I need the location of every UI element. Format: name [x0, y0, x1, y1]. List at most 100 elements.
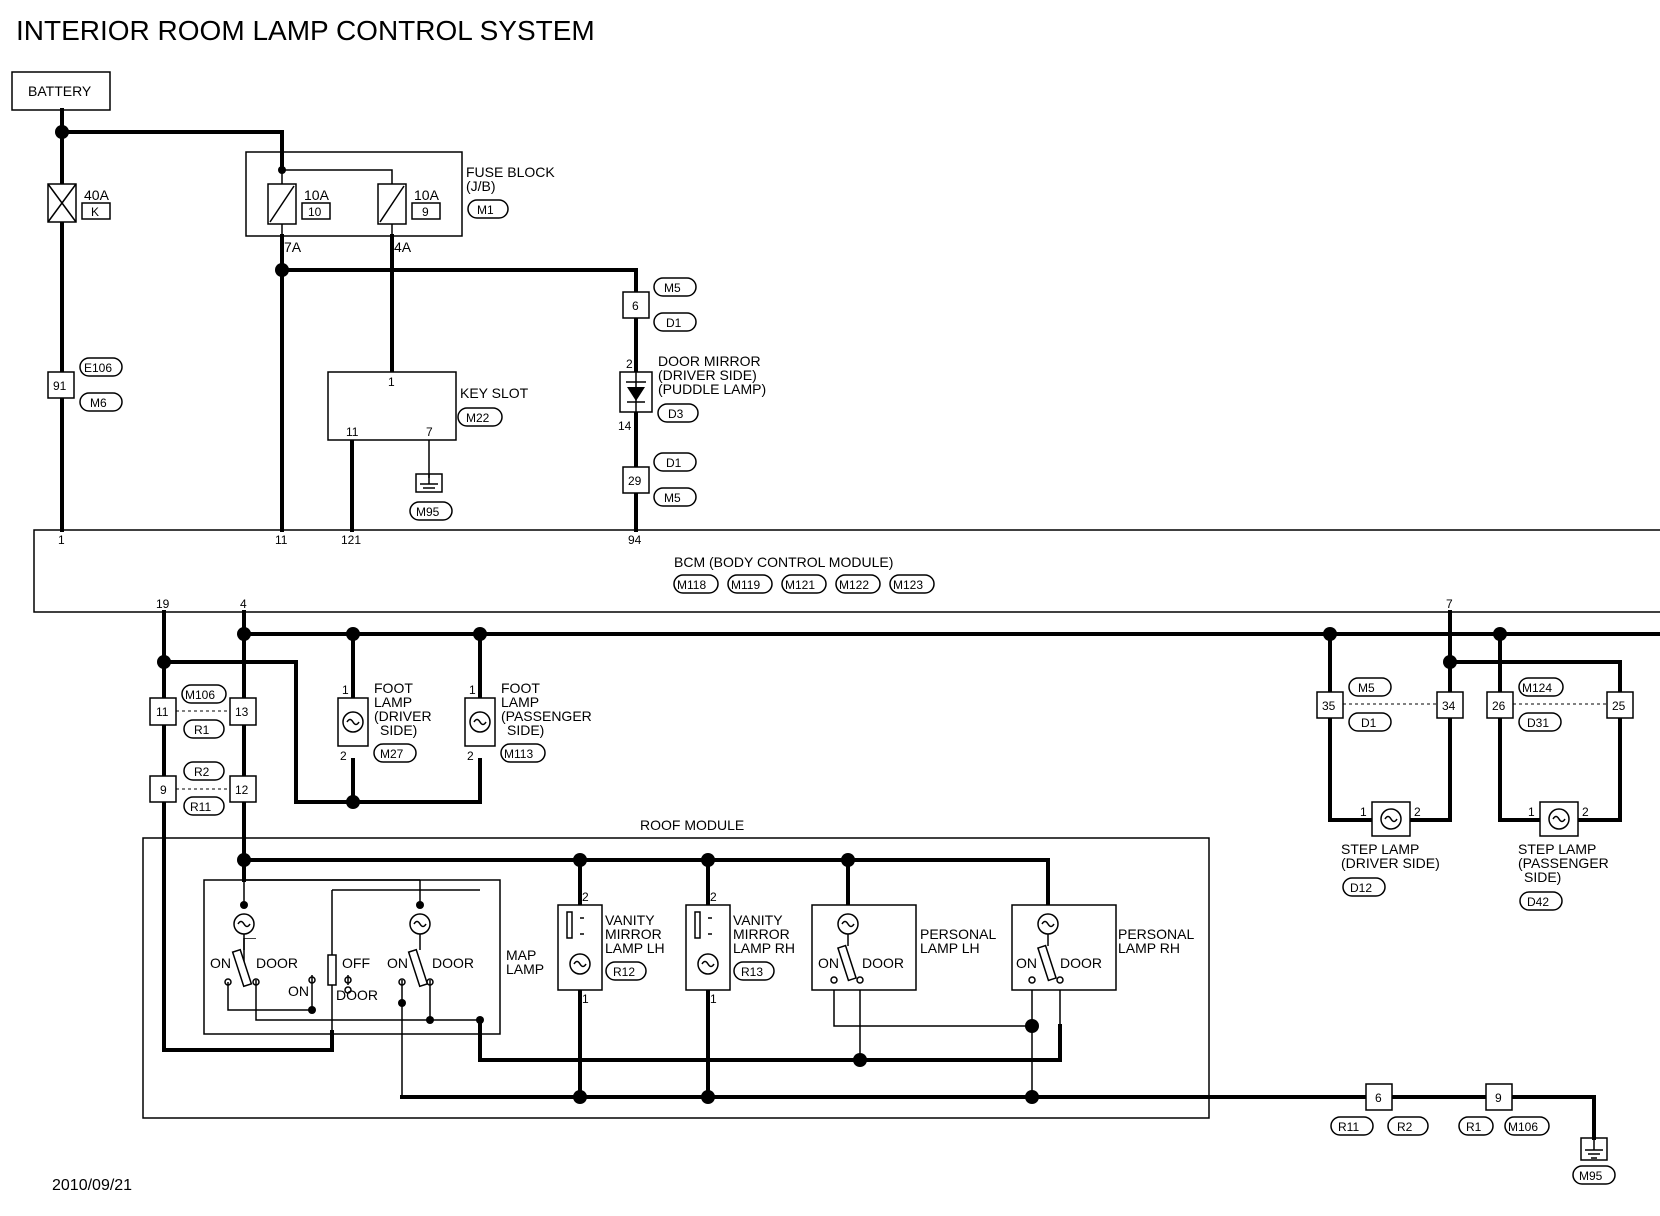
foot-lamp-pass-p2: 2: [467, 749, 474, 763]
personal-lh-on: ON: [818, 955, 839, 971]
step-driver-c1: M5: [1358, 681, 1375, 695]
step-pass-j-left: 26: [1492, 699, 1506, 713]
lamp-bulb-icon: [1548, 808, 1570, 830]
joint-11-13: 11 13 M106 R1: [149, 684, 257, 739]
ground-joint-6-c2: R2: [1397, 1120, 1413, 1134]
door-mirror-l1: DOOR MIRROR: [658, 353, 761, 369]
bcm-module: 1 11 121 94 BCM (BODY CONTROL MODULE) M1…: [33, 529, 1660, 613]
bcm-conn-1: M118: [677, 578, 706, 592]
joint-6: 6 M5 D1: [622, 277, 697, 332]
step-driver-conn: D12: [1350, 881, 1372, 895]
joint-91-num: 91: [53, 379, 67, 393]
lamp-bulb-icon: [409, 913, 431, 935]
key-slot-pin7: 7: [426, 425, 433, 439]
personal-rh-l2: LAMP RH: [1118, 940, 1180, 956]
foot-lamp-driver-l1: FOOT: [374, 680, 413, 696]
key-slot-pin11: 11: [346, 425, 359, 439]
roof-module-label: ROOF MODULE: [640, 817, 744, 833]
bcm-pin-1: 1: [58, 533, 65, 547]
step-pass-l2: (PASSENGER: [1518, 855, 1609, 871]
battery-block: BATTERY: [11, 71, 111, 111]
vanity-lh-l2: MIRROR: [605, 926, 662, 942]
map-lamp-l2: LAMP: [506, 961, 544, 977]
foot-lamp-pass-l4: SIDE): [507, 722, 544, 738]
step-pass-l1: STEP LAMP: [1518, 841, 1596, 857]
date-stamp: 2010/09/21: [52, 1177, 132, 1194]
bcm-conn-5: M123: [893, 578, 923, 592]
bcm-conn-2: M119: [731, 578, 760, 592]
bcm-connectors: M118 M119 M121 M122 M123: [673, 574, 935, 594]
step-driver-p1: 1: [1360, 805, 1367, 819]
foot-lamp-pass-l3: (PASSENGER: [501, 708, 592, 724]
lamp-bulb-icon: [342, 711, 364, 733]
step-driver-l2: (DRIVER SIDE): [1341, 855, 1440, 871]
foot-lamp-pass-conn: M113: [504, 747, 533, 761]
joint-9-12: 9 12 R2 R11: [149, 761, 257, 816]
map-door2: DOOR: [432, 955, 474, 971]
lamp-bulb-icon: [469, 711, 491, 733]
bcm-pin-19: 19: [156, 597, 170, 611]
map-on1: ON: [210, 955, 231, 971]
joint-11-13-c1: M106: [185, 688, 215, 702]
bcm-conn-4: M122: [839, 578, 869, 592]
fuse-40a-id: K: [91, 205, 99, 219]
diode-icon: [626, 372, 646, 412]
ground-joint-9-c1: R1: [1466, 1120, 1482, 1134]
fuse-f1-num: 10: [308, 205, 322, 219]
map-off: OFF: [342, 955, 370, 971]
joint-91: 91 E106 M6: [47, 357, 123, 412]
ground-icon: [415, 473, 443, 493]
step-pass-c2: D31: [1527, 716, 1549, 730]
pin-4a: 4A: [394, 239, 412, 255]
personal-lh-l1: PERSONAL: [920, 926, 996, 942]
ground-joint-9-c2: M106: [1508, 1120, 1538, 1134]
ground-joint-6: 6 R11 R2: [1330, 1083, 1429, 1136]
door-mirror-l2: (DRIVER SIDE): [658, 367, 757, 383]
joint-91-c2: M6: [90, 396, 107, 410]
bcm-label: BCM (BODY CONTROL MODULE): [674, 554, 893, 570]
foot-lamp-passenger: 1 2 FOOT LAMP (PASSENGER SIDE) M113: [464, 680, 592, 763]
door-mirror-pin-top: 2: [626, 357, 633, 371]
switch-icon: [830, 944, 864, 984]
fuse-f2-num: 9: [422, 205, 429, 219]
joint-12-num: 12: [235, 783, 249, 797]
page-title: INTERIOR ROOM LAMP CONTROL SYSTEM: [16, 15, 595, 46]
bcm-pin-94: 94: [628, 533, 642, 547]
personal-lh-l2: LAMP LH: [920, 940, 980, 956]
vanity-lh-p1: 1: [582, 992, 589, 1006]
joint-29-c1: D1: [666, 456, 682, 470]
ground-final: M95: [1572, 1137, 1616, 1185]
joint-91-c1: E106: [84, 361, 112, 375]
map-on2: ON: [387, 955, 408, 971]
map-lamp-l1: MAP: [506, 947, 536, 963]
switch-icon: [694, 911, 712, 939]
ground-icon: [1580, 1137, 1608, 1161]
joint-6-num: 6: [632, 299, 639, 313]
vanity-lh-l3: LAMP LH: [605, 940, 665, 956]
key-slot: 1 11 7 KEY SLOT M22 M95: [327, 371, 529, 521]
foot-lamp-driver-l3: (DRIVER: [374, 708, 432, 724]
step-pass-c1: M124: [1522, 681, 1552, 695]
bcm-pin-4: 4: [240, 597, 247, 611]
ground-final-conn: M95: [1579, 1169, 1603, 1183]
bcm-pin-11: 11: [275, 533, 288, 547]
door-mirror-conn: D3: [668, 407, 684, 421]
fuse-40a-rating: 40A: [84, 187, 110, 203]
vanity-rh-p2: 2: [710, 890, 717, 904]
step-pass-p1: 1: [1528, 805, 1535, 819]
personal-rh-l1: PERSONAL: [1118, 926, 1194, 942]
lamp-bulb-icon: [569, 953, 591, 975]
vanity-lh-p2: 2: [582, 890, 589, 904]
bcm-pin-7: 7: [1446, 597, 1453, 611]
roof-module: ROOF MODULE: [142, 817, 1210, 1119]
joint-11-13-c2: R1: [194, 723, 210, 737]
foot-lamp-driver-l4: SIDE): [380, 722, 417, 738]
vanity-mirror-lamp-lh: 2 1 VANITY MIRROR LAMP LH R12: [557, 890, 665, 1006]
vanity-lh-conn: R12: [613, 965, 635, 979]
switch-icon: [566, 911, 584, 939]
step-pass-j-right: 25: [1612, 699, 1626, 713]
ground-joint-9: 9 R1 M106: [1458, 1083, 1550, 1136]
door-mirror-l3: (PUDDLE LAMP): [658, 381, 766, 397]
step-pass-p2: 2: [1582, 805, 1589, 819]
step-pass-l3: SIDE): [1524, 869, 1561, 885]
